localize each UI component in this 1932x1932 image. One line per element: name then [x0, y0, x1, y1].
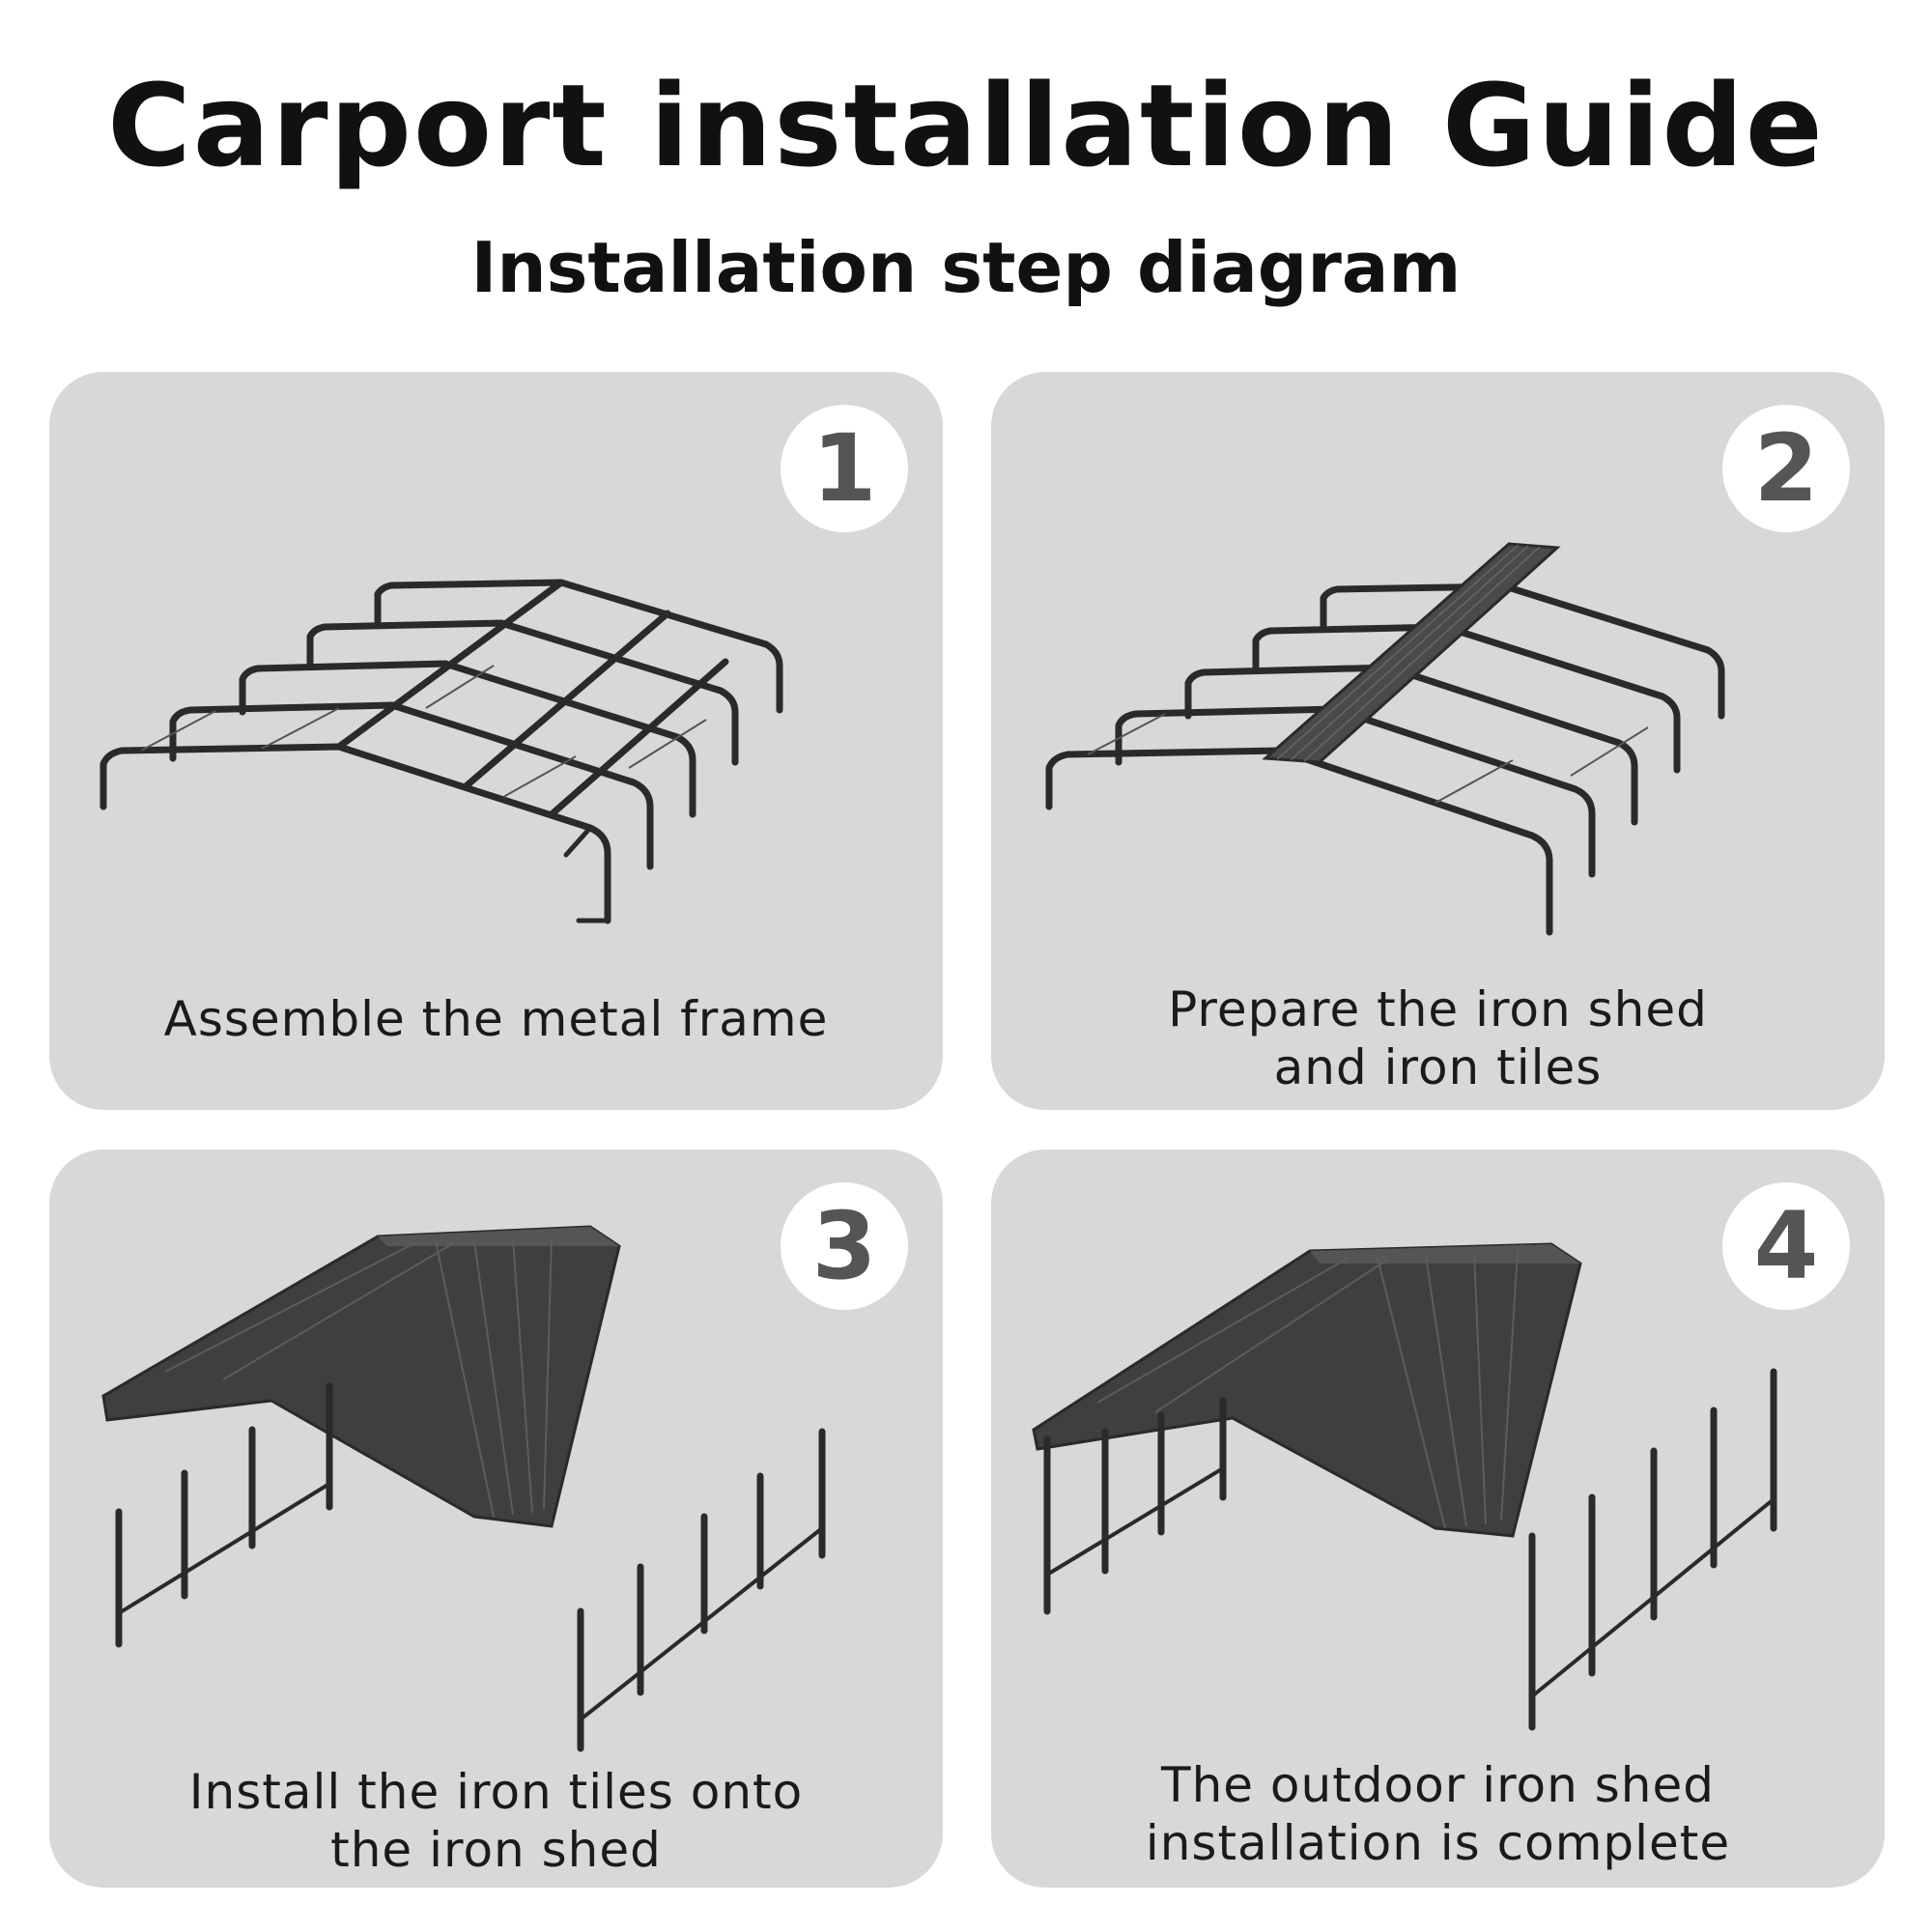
step-3-panel: 3 Install the iron tiles onto the iron s… — [49, 1150, 943, 1888]
carport-frame-illustration — [99, 579, 783, 924]
step-number-badge: 2 — [1722, 405, 1850, 532]
frame-with-ridge-cap-illustration — [1045, 542, 1725, 936]
roof-placed-on-posts-illustration — [101, 1225, 826, 1752]
step-number-badge: 3 — [781, 1182, 908, 1310]
completed-carport-illustration — [1032, 1242, 1777, 1731]
step-caption: The outdoor iron shed installation is co… — [1145, 1757, 1731, 1871]
step-caption: Prepare the iron shed and iron tiles — [1168, 981, 1708, 1095]
step-number-badge: 4 — [1722, 1182, 1850, 1310]
step-number-badge: 1 — [781, 405, 908, 532]
step-4-panel: 4 The outdoor iron shed installation is … — [991, 1150, 1885, 1888]
step-2-panel: 2 Prepare the iron shed and iron tiles — [991, 372, 1885, 1110]
step-1-panel: 1 Assemble the metal frame — [49, 372, 943, 1110]
step-caption: Install the iron tiles onto the iron she… — [188, 1764, 804, 1878]
page-title: Carport installation Guide — [107, 59, 1825, 192]
page-subtitle: Installation step diagram — [470, 227, 1462, 308]
step-caption: Assemble the metal frame — [163, 991, 829, 1047]
